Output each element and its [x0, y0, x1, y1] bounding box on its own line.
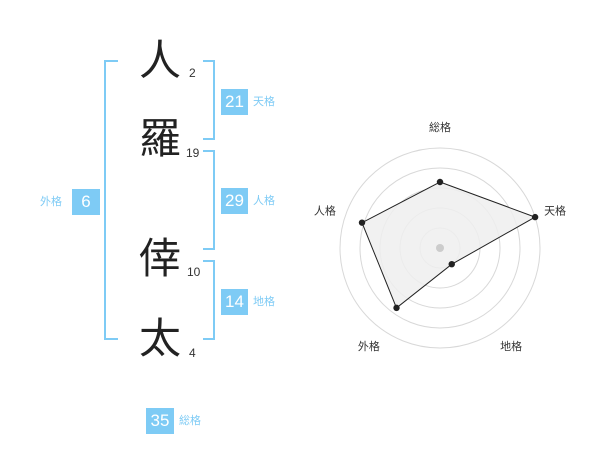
- radar-point-1: [436, 178, 444, 186]
- soukaku-label: 総格: [179, 414, 201, 427]
- gaikaku-bracket: [104, 60, 118, 340]
- stroke-count-4: 4: [189, 346, 196, 360]
- tenkaku-value-badge: 21: [221, 89, 248, 115]
- gaikaku-label: 外格: [40, 195, 62, 208]
- jinkaku-value-badge: 29: [221, 188, 248, 214]
- name-char-1: 人: [138, 36, 181, 85]
- radar-ring-4: [359, 167, 521, 329]
- chikaku-bracket: [203, 260, 215, 340]
- gaikaku-value-badge: 6: [72, 189, 100, 215]
- stroke-count-1: 2: [189, 66, 196, 80]
- name-char-4: 太: [138, 314, 181, 363]
- radar-axis-label-5: 人格: [314, 204, 336, 218]
- stroke-count-3: 10: [187, 265, 201, 279]
- radar-axis-label-4: 外格: [358, 339, 380, 353]
- radar-center-dot: [436, 244, 444, 252]
- radar-point-4: [393, 304, 400, 312]
- radar-polygon: [361, 181, 537, 309]
- jinkaku-label: 人格: [253, 194, 275, 207]
- radar-point-3: [448, 260, 455, 268]
- name-char-3: 倖: [138, 234, 181, 283]
- soukaku-value-badge: 35: [146, 408, 174, 434]
- tenkaku-label: 天格: [253, 95, 275, 108]
- stroke-count-2: 19: [186, 146, 200, 160]
- radar-point-5: [358, 219, 366, 226]
- radar-axis-label-3: 地格: [500, 339, 522, 353]
- tenkaku-bracket: [203, 60, 215, 140]
- chikaku-label: 地格: [253, 295, 275, 308]
- jinkaku-bracket: [203, 150, 215, 250]
- radar-axis-label-2: 天格: [544, 204, 566, 218]
- radar-axis-label-1: 総格: [429, 120, 451, 134]
- chikaku-value-badge: 14: [221, 289, 248, 315]
- radar-point-2: [531, 213, 539, 221]
- name-char-2: 羅: [138, 114, 181, 163]
